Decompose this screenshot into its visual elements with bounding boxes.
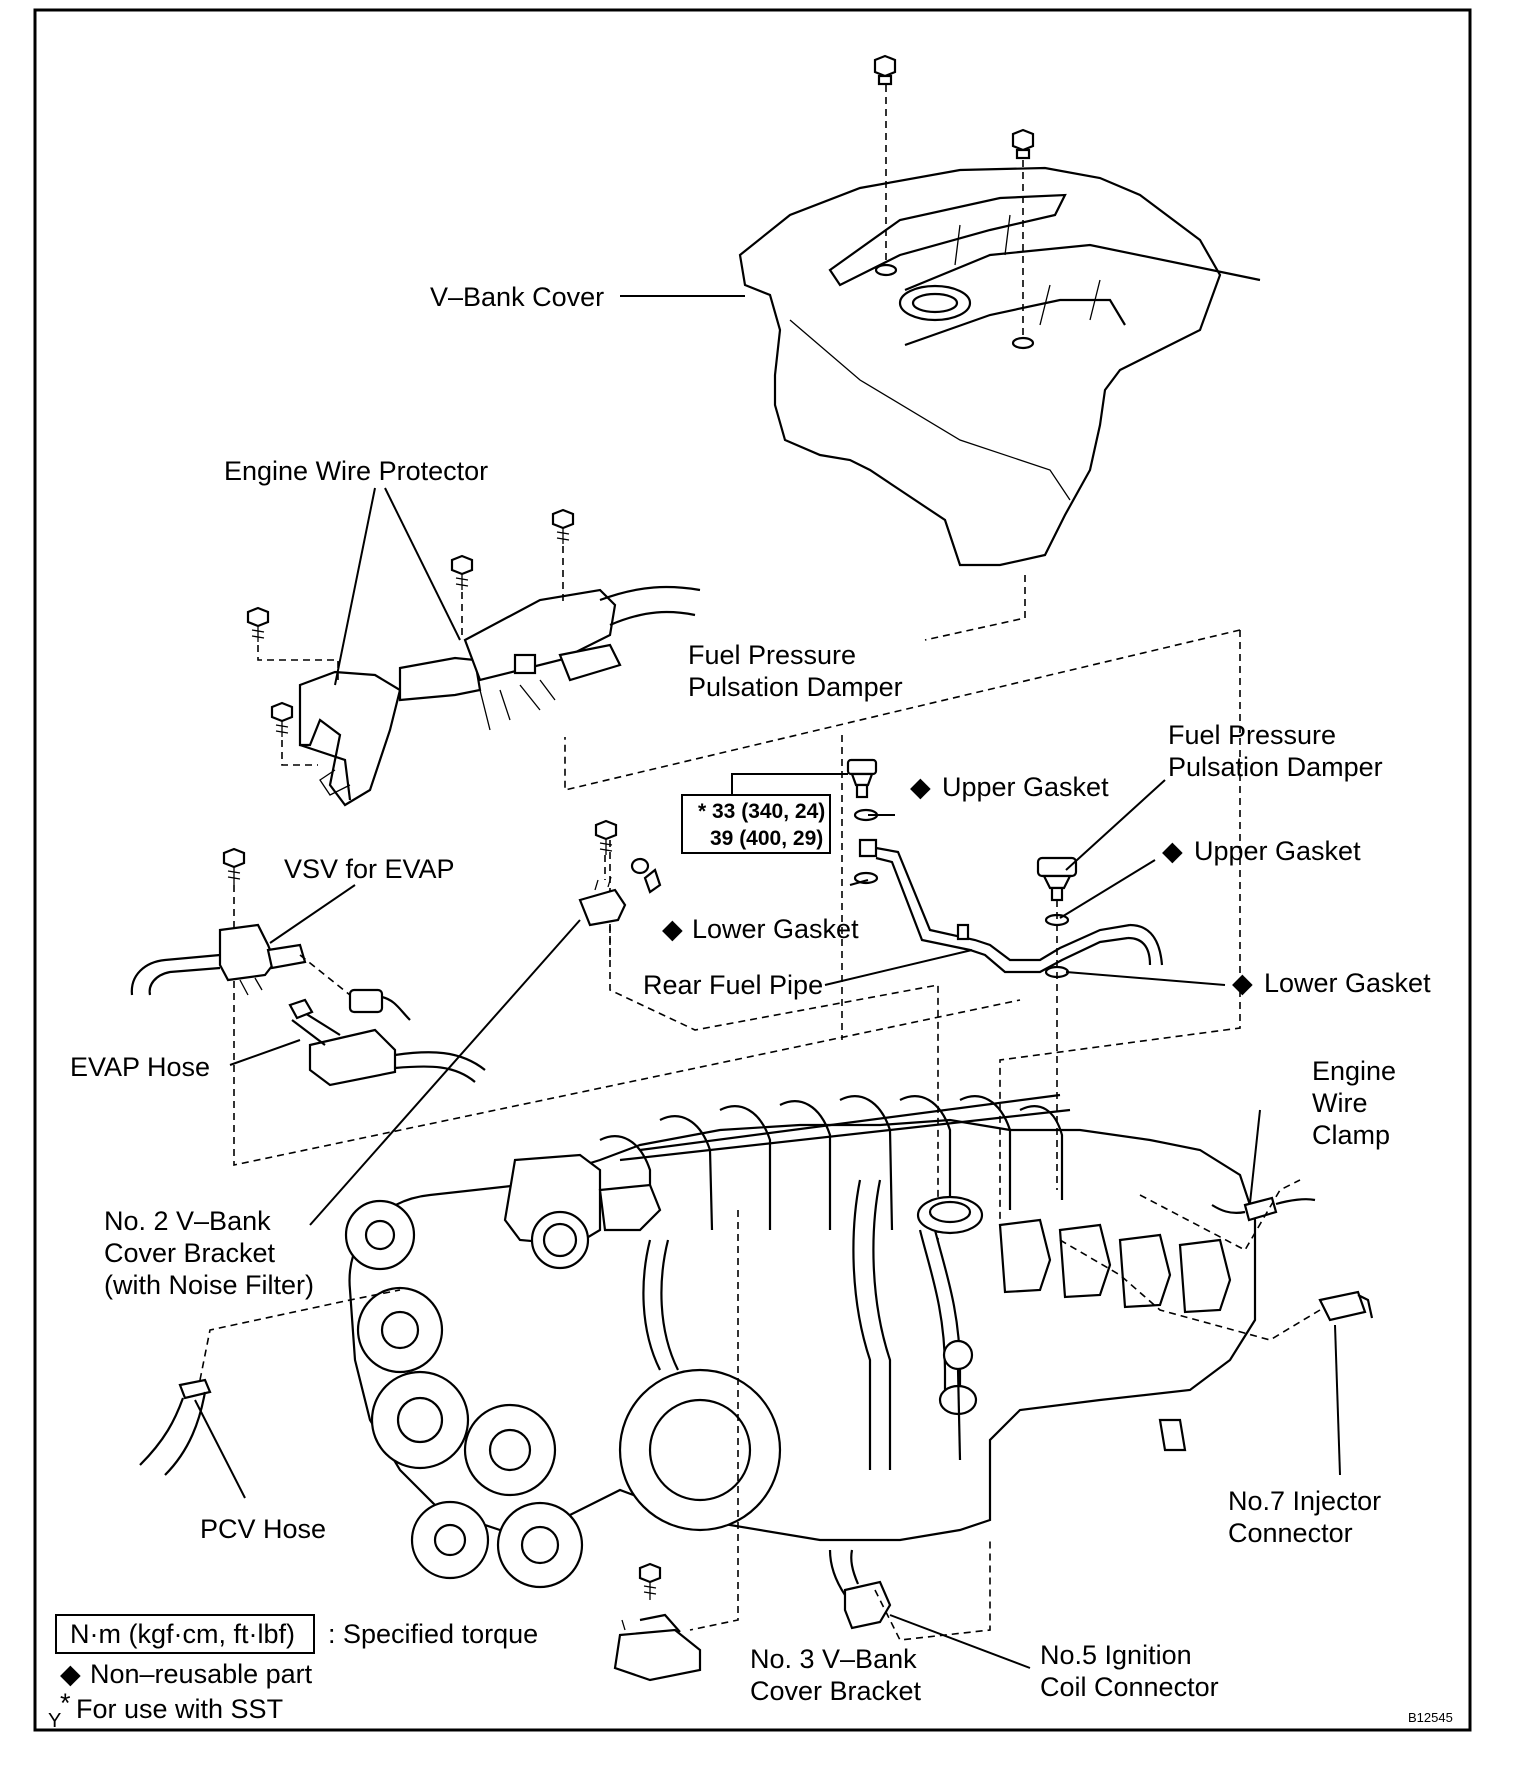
legend-corner-mark: Y xyxy=(48,1710,61,1732)
legend-torque-units: N·m (kgf·cm, ft·lbf) xyxy=(70,1619,295,1649)
legend: N·m (kgf·cm, ft·lbf) : Specified torque … xyxy=(48,1614,538,1732)
label-lower-gasket-1: Lower Gasket xyxy=(692,914,859,944)
label-no5-coil-line2: Coil Connector xyxy=(1040,1672,1219,1702)
label-v-bank-cover: V–Bank Cover xyxy=(430,282,604,312)
no7-injector-connector-drawing xyxy=(1318,1290,1374,1322)
legend-sst: For use with SST xyxy=(76,1694,283,1724)
label-lower-gasket-2: Lower Gasket xyxy=(1264,968,1431,998)
bolt-icon xyxy=(450,554,474,590)
label-no2-bracket-line1: No. 2 V–Bank xyxy=(104,1206,271,1236)
non-reusable-marker: ◆ xyxy=(910,772,931,802)
engine-wire-protector-drawing xyxy=(298,585,701,807)
rear-fuel-pipe-drawing xyxy=(858,838,1164,974)
label-no2-bracket-line3: (with Noise Filter) xyxy=(104,1270,314,1300)
label-no7-injector-line2: Connector xyxy=(1228,1518,1353,1548)
nut-icon xyxy=(873,54,897,86)
pcv-hose-drawing xyxy=(139,1378,212,1476)
legend-torque-box xyxy=(55,1614,315,1654)
label-rear-fuel-pipe: Rear Fuel Pipe xyxy=(643,970,823,1000)
figure-id: B12545 xyxy=(1408,1710,1453,1725)
non-reusable-marker: ◆ xyxy=(1232,968,1253,998)
label-engine-wire-clamp-line2: Wire xyxy=(1312,1088,1368,1118)
label-upper-gasket-1: Upper Gasket xyxy=(942,772,1109,802)
label-upper-gasket-2: Upper Gasket xyxy=(1194,836,1361,866)
label-engine-wire-protector: Engine Wire Protector xyxy=(224,456,488,486)
v-bank-cover-drawing xyxy=(738,166,1261,567)
label-no3-bracket-line2: Cover Bracket xyxy=(750,1676,922,1706)
legend-non-reusable-symbol: ◆ xyxy=(60,1659,81,1689)
label-no3-bracket-line1: No. 3 V–Bank xyxy=(750,1644,917,1674)
fuel-pressure-pulsation-damper-2 xyxy=(1036,856,1078,902)
label-pcv-hose: PCV Hose xyxy=(200,1514,326,1544)
no5-ignition-coil-connector-drawing xyxy=(828,1549,892,1630)
vsv-for-evap-drawing xyxy=(130,923,411,1021)
label-no5-coil-line1: No.5 Ignition xyxy=(1040,1640,1192,1670)
bolt-icon xyxy=(551,508,575,544)
label-evap-hose: EVAP Hose xyxy=(70,1052,210,1082)
label-engine-wire-clamp-line3: Clamp xyxy=(1312,1120,1390,1150)
no3-bracket-drawing xyxy=(613,1613,702,1682)
label-fuel-damper-2-line2: Pulsation Damper xyxy=(1168,752,1383,782)
torque-spec-line2: 39 (400, 29) xyxy=(710,827,823,850)
no2-bracket-drawing xyxy=(578,857,662,927)
non-reusable-marker: ◆ xyxy=(1162,836,1183,866)
legend-sst-marker: * xyxy=(60,1688,71,1718)
diagram-frame xyxy=(33,8,1472,1732)
engine-assembly-drawing xyxy=(344,1093,1257,1589)
torque-spec-line1: * 33 (340, 24) xyxy=(698,800,825,823)
bolt-icon xyxy=(638,1562,662,1600)
legend-torque-desc: : Specified torque xyxy=(328,1619,538,1649)
bolt-icon xyxy=(594,819,618,855)
evap-hose-drawing xyxy=(288,998,486,1087)
legend-non-reusable: Non–reusable part xyxy=(90,1659,313,1689)
label-fuel-damper-1-line1: Fuel Pressure xyxy=(688,640,856,670)
bolt-icon xyxy=(270,701,294,737)
engine-wire-clamp-drawing xyxy=(1211,1196,1316,1222)
non-reusable-marker: ◆ xyxy=(662,914,683,944)
label-fuel-damper-2-line1: Fuel Pressure xyxy=(1168,720,1336,750)
fuel-pressure-pulsation-damper-1 xyxy=(846,758,878,799)
bolt-icon xyxy=(246,606,270,642)
nut-icon xyxy=(1011,128,1035,160)
bolt-icon xyxy=(222,847,246,885)
label-engine-wire-clamp-line1: Engine xyxy=(1312,1056,1396,1086)
label-fuel-damper-1-line2: Pulsation Damper xyxy=(688,672,903,702)
lower-gasket-1-icon xyxy=(853,871,879,885)
torque-spec-box xyxy=(681,794,831,854)
label-vsv-for-evap: VSV for EVAP xyxy=(284,854,455,884)
label-no7-injector-line1: No.7 Injector xyxy=(1228,1486,1381,1516)
label-no2-bracket-line2: Cover Bracket xyxy=(104,1238,276,1268)
